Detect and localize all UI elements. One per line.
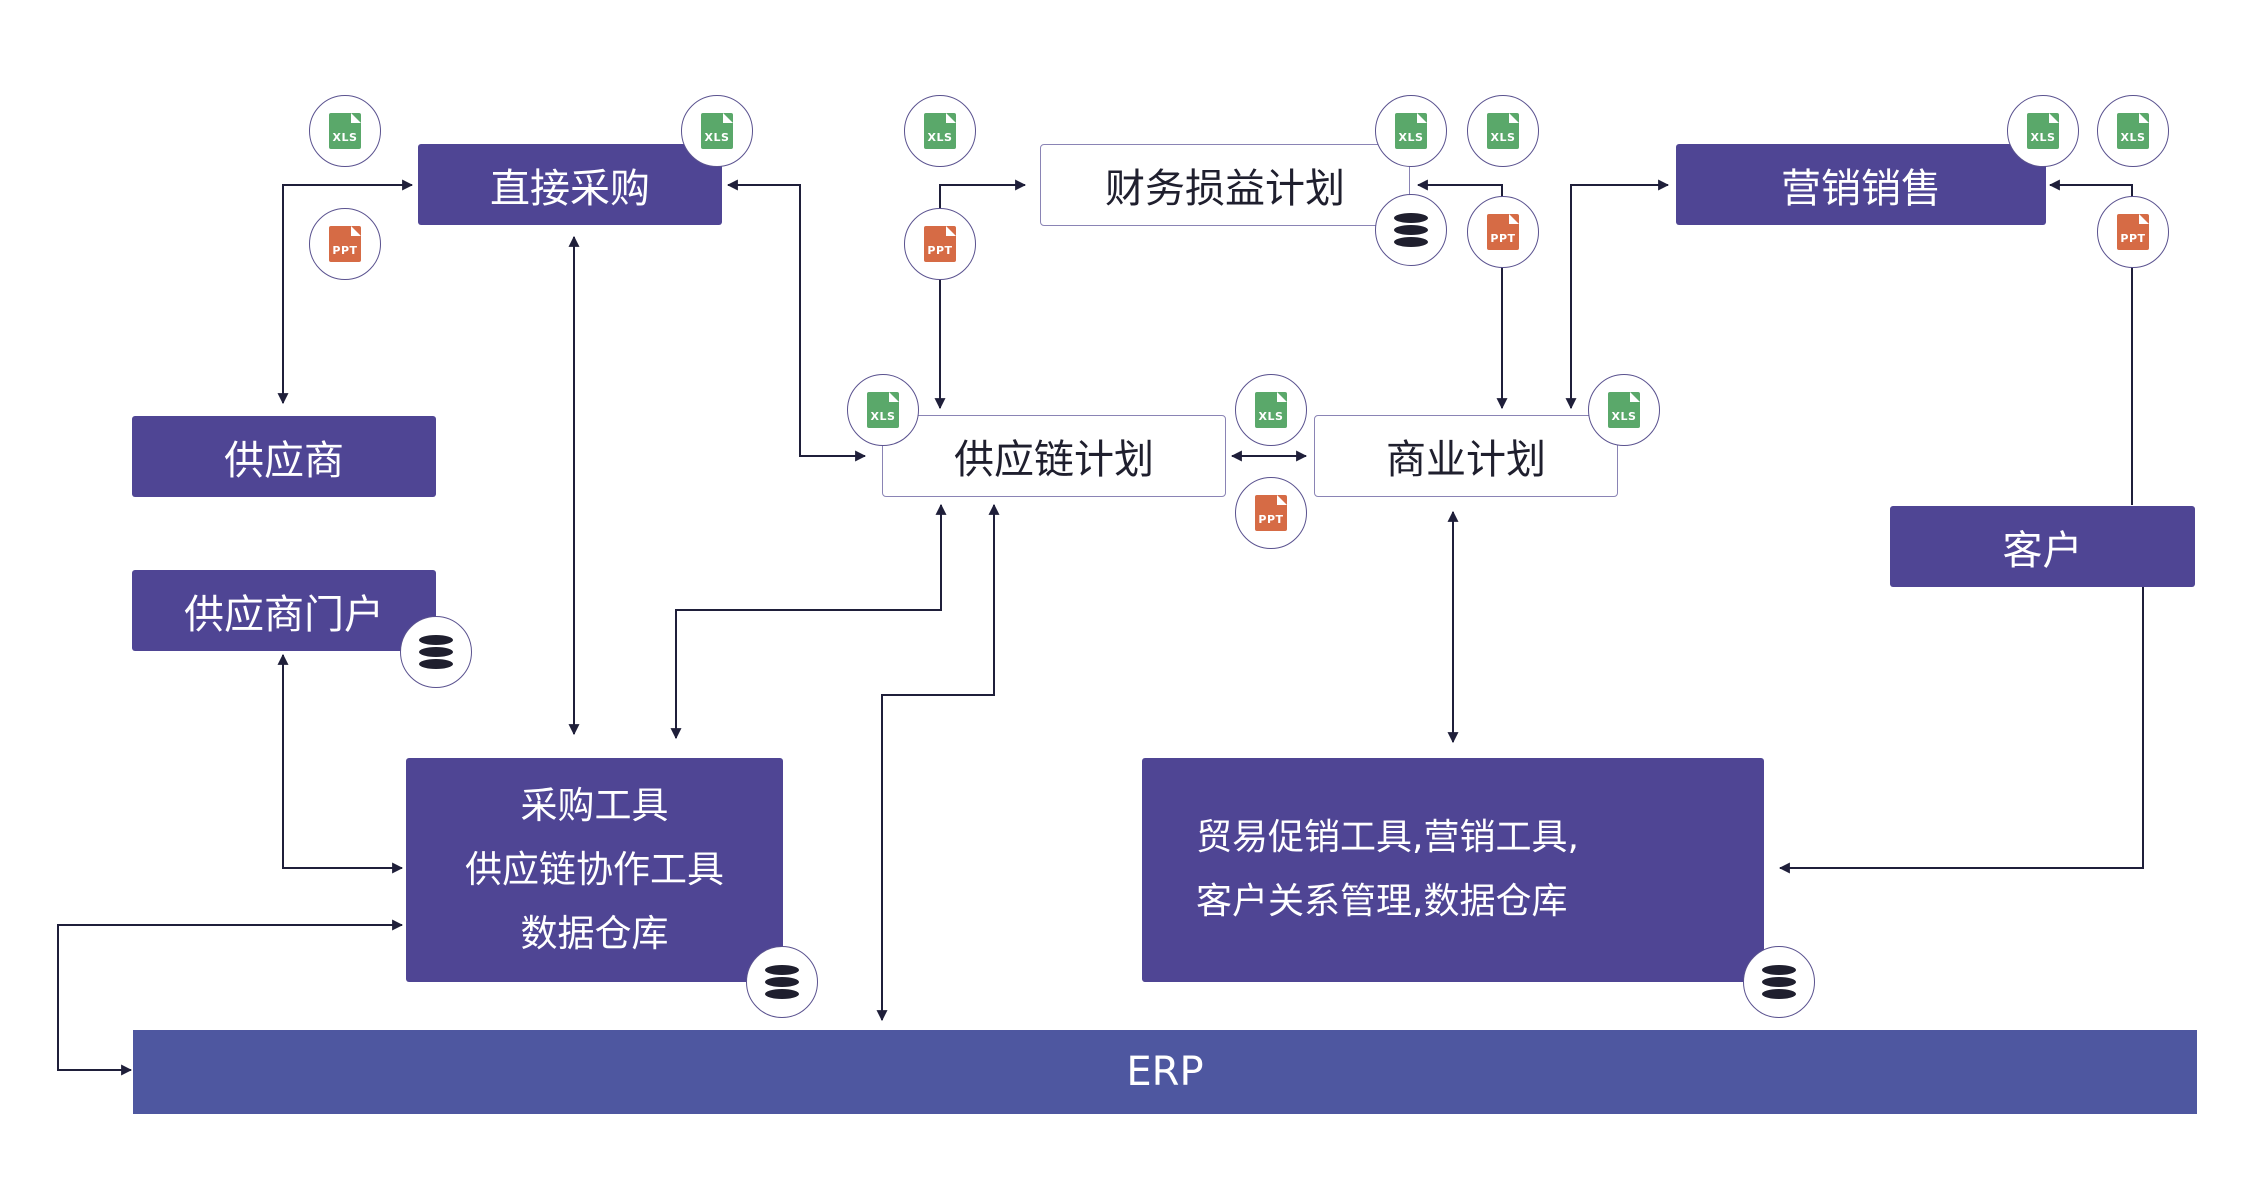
ppt-file-icon: PPT [309,208,381,280]
arrow-ppt-finance [939,179,1027,208]
trade-tools-line-1: 贸易促销工具,营销工具, [1196,817,1579,858]
xls-file-icon: XLS [1588,374,1660,446]
arrow-portal-tools [277,653,404,874]
arrow-scp-tools [670,503,947,740]
arrow-direct-scp [726,179,867,462]
arrow-erp-tools [57,919,404,1076]
trade-tools-line-2: 客户关系管理,数据仓库 [1196,881,1568,922]
node-supplier: 供应商 [132,416,436,497]
database-icon [1375,194,1447,266]
xls-file-icon: XLS [2007,95,2079,167]
database-icon [746,946,818,1018]
node-procurement-tools: 采购工具 供应链协作工具 数据仓库 [406,758,783,982]
xls-file-icon: XLS [1235,374,1307,446]
database-icon [1743,946,1815,1018]
ppt-file-icon: PPT [904,208,976,280]
database-icon [400,616,472,688]
xls-file-icon: XLS [847,374,919,446]
xls-file-icon: XLS [309,95,381,167]
arrow-customer-trade [1778,586,2144,874]
arrow-business-marketing [1565,179,1670,410]
xls-file-icon: XLS [681,95,753,167]
node-customer: 客户 [1890,506,2195,587]
node-direct-purchase: 直接采购 [418,144,722,225]
node-business-plan: 商业计划 [1314,415,1618,497]
procurement-tools-line-2: 供应链协作工具 [465,848,724,891]
xls-file-icon: XLS [2097,95,2169,167]
node-finance-plan: 财务损益计划 [1040,144,1410,226]
erp-bar: ERP [133,1030,2197,1114]
ppt-file-icon: PPT [1235,477,1307,549]
xls-file-icon: XLS [1375,95,1447,167]
arrow-customer-marketing [2050,185,2133,505]
node-supplier-portal: 供应商门户 [132,570,436,651]
node-trade-tools: 贸易促销工具,营销工具, 客户关系管理,数据仓库 [1142,758,1764,982]
arrow-badge-finance [1416,179,1503,200]
node-marketing-sales: 营销销售 [1676,144,2046,225]
ppt-file-icon: PPT [2097,196,2169,268]
procurement-tools-line-3: 数据仓库 [520,912,669,955]
ppt-file-icon: PPT [1467,196,1539,268]
arrow-scp-erp [876,503,1000,1022]
arrow-supplier-direct [277,179,414,405]
xls-file-icon: XLS [1467,95,1539,167]
xls-file-icon: XLS [904,95,976,167]
node-supply-chain-plan: 供应链计划 [882,415,1226,497]
procurement-tools-line-1: 采购工具 [520,784,669,827]
